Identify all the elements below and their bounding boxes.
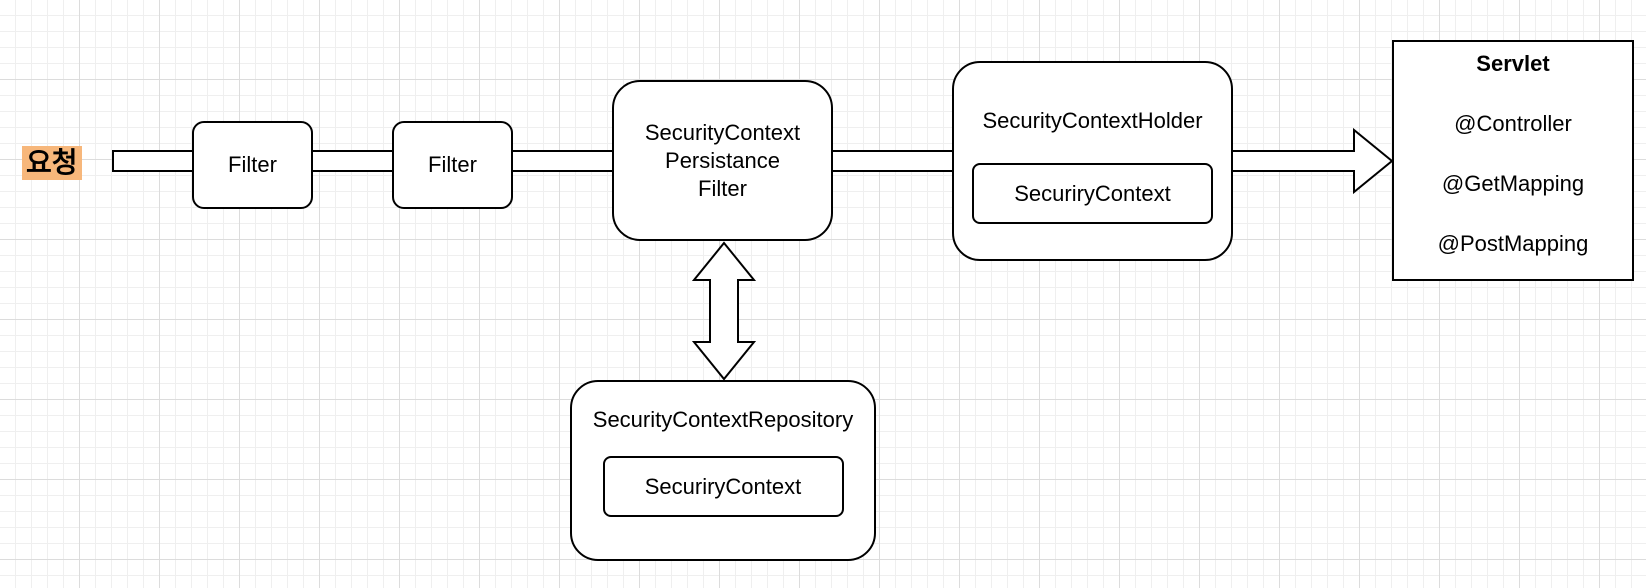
security-context-repository-box[interactable]: SecurityContextRepository SecuriryContex… xyxy=(570,380,876,561)
holder-title: SecurityContextHolder xyxy=(982,108,1203,133)
filter-box-1[interactable]: Filter xyxy=(192,121,313,209)
servlet-box[interactable]: Servlet @Controller @GetMapping @PostMap… xyxy=(1392,40,1634,281)
arrow-holder-to-servlet xyxy=(1231,127,1394,195)
connector-request-to-filter xyxy=(112,150,194,172)
controller-annotation: @Controller xyxy=(1454,111,1572,136)
security-context-holder-box[interactable]: SecurityContextHolder SecuriryContext xyxy=(952,61,1233,261)
connector-persistence-to-holder xyxy=(831,150,955,172)
request-label: 요청 xyxy=(22,146,82,180)
double-arrow-persistence-repository xyxy=(691,241,757,381)
connector-filter-to-filter xyxy=(311,150,395,172)
repository-title: SecurityContextRepository xyxy=(592,407,854,432)
filter-label: Filter xyxy=(428,152,477,177)
security-context-persistence-filter-box[interactable]: SecurityContext Persistance Filter xyxy=(612,80,833,241)
persistence-filter-line-2: Persistance xyxy=(665,147,780,173)
persistence-filter-line-3: Filter xyxy=(698,175,747,201)
holder-security-context-box[interactable]: SecuriryContext xyxy=(972,163,1213,224)
repository-security-context-label: SecuriryContext xyxy=(644,473,802,499)
get-mapping-annotation: @GetMapping xyxy=(1441,171,1585,196)
filter-box-2[interactable]: Filter xyxy=(392,121,513,209)
filter-label: Filter xyxy=(228,152,277,177)
post-mapping-annotation: @PostMapping xyxy=(1437,231,1589,256)
holder-security-context-label: SecuriryContext xyxy=(1014,180,1171,206)
servlet-title: Servlet xyxy=(1476,51,1550,76)
connector-filter-to-persistence xyxy=(511,150,615,172)
persistence-filter-line-1: SecurityContext xyxy=(644,119,801,145)
repository-security-context-box[interactable]: SecuriryContext xyxy=(602,456,844,517)
